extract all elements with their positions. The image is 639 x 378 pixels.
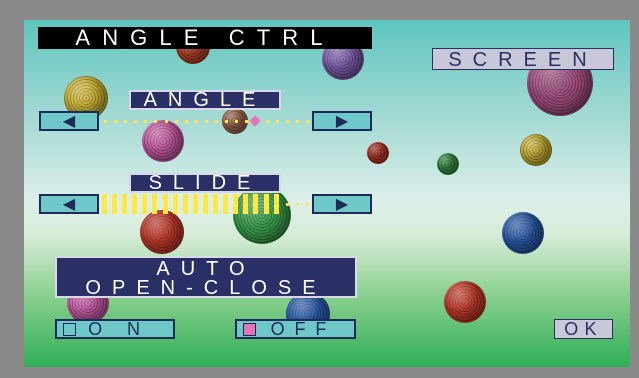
auto-label-line2: OPEN-CLOSE <box>85 277 327 299</box>
angle-track-dot <box>194 120 198 123</box>
slide-level-bar <box>182 194 188 214</box>
slide-level-bar <box>102 194 107 214</box>
slide-track-dot <box>285 203 289 206</box>
slide-level-bar <box>112 194 118 214</box>
right-triangle-icon: ▶ <box>335 113 349 130</box>
slide-level-bar <box>162 194 168 214</box>
sphere <box>444 281 486 323</box>
slide-track-dot <box>305 203 309 206</box>
on-button[interactable]: O N <box>55 319 175 339</box>
page-title: ANGLE CTRL <box>38 27 372 49</box>
sphere <box>502 212 544 254</box>
angle-label: ANGLE <box>129 90 281 110</box>
slide-level-bar <box>243 194 249 214</box>
angle-track-dot <box>295 120 299 123</box>
slide-level-bar <box>233 194 239 214</box>
slide-level-bar <box>122 194 128 214</box>
angle-increase-button[interactable]: ▶ <box>312 111 372 131</box>
screen-button[interactable]: SCREEN <box>432 48 614 71</box>
angle-track-dot <box>204 120 208 123</box>
ok-button[interactable]: OK <box>554 319 613 339</box>
angle-track-dot <box>124 120 128 123</box>
on-checkbox <box>63 323 76 336</box>
angle-track-dot <box>114 120 118 123</box>
slide-level-bar <box>172 194 178 214</box>
angle-track-dot <box>164 120 168 123</box>
slide-level-bar <box>273 194 279 214</box>
angle-track-dot <box>104 120 107 123</box>
slide-level-bar <box>213 194 219 214</box>
slide-level-bar <box>142 194 148 214</box>
slide-label: SLIDE <box>129 173 281 193</box>
angle-track-dot <box>245 120 249 123</box>
angle-track-dot <box>265 120 269 123</box>
display-screen: ANGLE CTRL SCREEN ANGLE ◀ ▶ SLIDE ◀ ▶ AU… <box>24 20 630 367</box>
angle-track-dot <box>184 120 188 123</box>
angle-track-dot <box>225 120 229 123</box>
angle-track <box>100 111 312 131</box>
sphere <box>520 134 552 166</box>
slide-level-bar <box>253 194 259 214</box>
slide-track-dot <box>295 203 299 206</box>
sphere <box>142 120 184 162</box>
left-triangle-icon: ◀ <box>62 196 76 213</box>
slide-level-bar <box>202 194 208 214</box>
angle-track-dot <box>154 120 158 123</box>
auto-label-line1: AUTO <box>156 258 256 280</box>
angle-track-dot <box>144 120 148 123</box>
angle-track-dot <box>134 120 138 123</box>
off-checkbox <box>243 323 256 336</box>
angle-decrease-button[interactable]: ◀ <box>39 111 99 131</box>
angle-track-dot <box>215 120 219 123</box>
slide-track <box>100 194 312 214</box>
angle-track-dot <box>305 120 309 123</box>
slide-level-bar <box>152 194 158 214</box>
slide-decrease-button[interactable]: ◀ <box>39 194 99 214</box>
slide-level-bar <box>192 194 198 214</box>
angle-track-dot <box>174 120 178 123</box>
on-button-label: O N <box>88 319 150 339</box>
sphere <box>140 210 184 254</box>
sphere <box>437 153 459 175</box>
sphere <box>233 186 291 244</box>
angle-track-dot <box>235 120 239 123</box>
left-triangle-icon: ◀ <box>62 113 76 130</box>
right-triangle-icon: ▶ <box>335 196 349 213</box>
auto-open-close-label: AUTO OPEN-CLOSE <box>55 256 357 298</box>
angle-track-dot <box>285 120 289 123</box>
slide-level-bar <box>223 194 229 214</box>
angle-marker[interactable] <box>249 115 261 127</box>
sphere <box>367 142 389 164</box>
slide-level-bar <box>132 194 138 214</box>
angle-track-dot <box>275 120 279 123</box>
off-button[interactable]: OFF <box>235 319 356 339</box>
slide-level-bar <box>263 194 269 214</box>
off-button-label: OFF <box>270 319 337 339</box>
slide-increase-button[interactable]: ▶ <box>312 194 372 214</box>
